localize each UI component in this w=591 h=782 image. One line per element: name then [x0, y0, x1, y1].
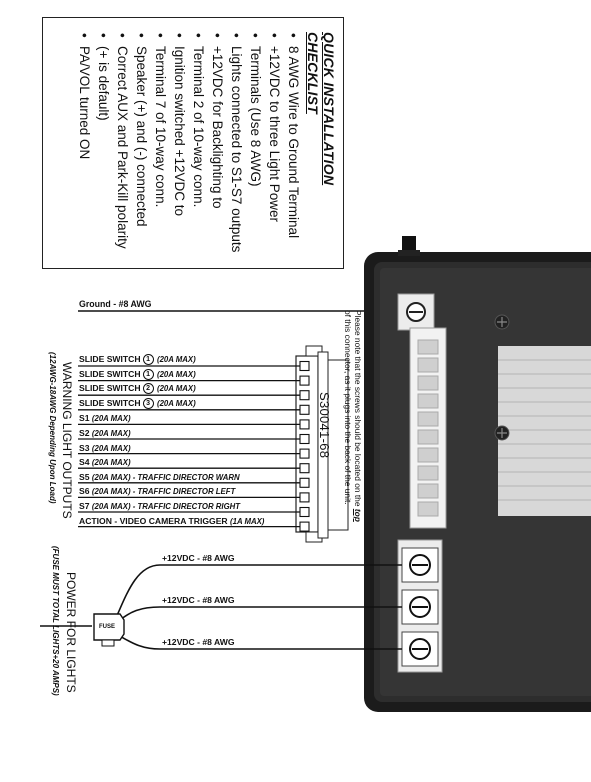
connector-pin	[299, 521, 310, 532]
fuse-label: FUSE	[99, 624, 116, 630]
output-wire-label: S7 (20A MAX) - TRAFFIC DIRECTOR RIGHT	[79, 501, 241, 512]
power-wire-3	[115, 633, 402, 650]
output-name: S7	[79, 501, 90, 511]
circled-number-icon: 1	[142, 368, 154, 380]
power-wire-2	[119, 606, 402, 621]
output-amperage: (20A MAX)	[91, 458, 131, 468]
connector-pins	[299, 360, 310, 532]
connector-pin	[299, 375, 310, 386]
output-name: SLIDE SWITCH	[79, 368, 141, 379]
output-amperage: (20A MAX)	[156, 398, 196, 408]
ground-wire-label: Ground - #8 AWG	[79, 299, 152, 309]
circled-number-icon: 1	[142, 354, 154, 365]
output-amperage: (20A MAX)	[91, 443, 131, 453]
output-name: S1	[79, 413, 90, 424]
output-wire-label: S3 (20A MAX)	[79, 442, 131, 453]
connector-pin	[299, 404, 310, 415]
output-amperage: (20A MAX) - TRAFFIC DIRECTOR WARN	[91, 472, 240, 482]
output-name: S6	[79, 486, 90, 497]
output-wire-label: S6 (20A MAX) - TRAFFIC DIRECTOR LEFT	[79, 486, 236, 497]
circled-number-icon: 3	[142, 397, 154, 409]
output-amperage: (20A MAX)	[156, 369, 196, 379]
connector-pin	[299, 419, 310, 430]
warning-light-outputs-title: WARNING LIGHT OUTPUTS	[60, 362, 74, 519]
output-amperage: (20A MAX)	[156, 383, 196, 393]
connector-note-line2: of this connector, as it plugs into the …	[343, 310, 353, 505]
connector-pin	[299, 448, 310, 459]
output-amperage: (20A MAX) - TRAFFIC DIRECTOR LEFT	[91, 487, 236, 497]
power-wire-label-3: +12VDC - #8 AWG	[162, 637, 235, 647]
output-wire-label: S5 (20A MAX) - TRAFFIC DIRECTOR WARN	[79, 471, 240, 482]
power-for-lights-title: POWER FOR LIGHTS	[64, 572, 78, 693]
output-wire-label: S2 (20A MAX)	[79, 428, 131, 439]
output-name: S5	[79, 471, 90, 482]
output-amperage: (20A MAX)	[91, 414, 131, 424]
output-name: SLIDE SWITCH	[79, 397, 141, 408]
connector-pin	[299, 360, 310, 372]
power-for-lights-subtitle: (FUSE MUST TOTAL LIGHTS+20 AMPS)	[51, 546, 60, 696]
output-name: SLIDE SWITCH	[79, 382, 141, 393]
output-amperage: (20A MAX)	[156, 354, 196, 364]
output-name: ACTION - VIDEO CAMERA TRIGGER	[79, 515, 228, 526]
output-wire-label: S4 (20A MAX)	[79, 457, 131, 468]
connector-pin	[299, 506, 310, 518]
connector-pin	[299, 477, 310, 488]
output-wire-label: ACTION - VIDEO CAMERA TRIGGER (1A MAX)	[79, 515, 265, 526]
connector-note-line1: Please note that the screws should be lo…	[353, 310, 363, 509]
connector-note: Please note that the screws should be lo…	[343, 310, 363, 522]
connector-note-emphasis: top	[353, 508, 363, 522]
output-amperage: (20A MAX) - TRAFFIC DIRECTOR RIGHT	[91, 502, 241, 511]
power-wire-label-1: +12VDC - #8 AWG	[162, 553, 235, 563]
connector-pin	[299, 390, 310, 401]
connector-pin	[299, 492, 310, 503]
installation-checklist: QUICK INSTALLATION CHECKLIST 8 AWG Wire …	[42, 17, 344, 269]
output-name: SLIDE SWITCH	[79, 353, 141, 364]
connector-pin	[299, 463, 310, 474]
output-amperage: (20A MAX)	[91, 429, 131, 438]
warning-light-outputs-subtitle: (12AWG-18AWG Depending Upon Load)	[48, 352, 57, 504]
connector-part-number: S30041-68	[317, 392, 332, 459]
circled-number-icon: 2	[142, 383, 154, 395]
output-wires	[78, 365, 300, 528]
power-wire-1	[115, 564, 402, 619]
output-wire-label: S1 (20A MAX)	[79, 413, 131, 424]
output-name: S4	[79, 457, 90, 468]
connector-pin	[299, 433, 310, 445]
output-name: S2	[79, 428, 90, 438]
power-wire-label-2: +12VDC - #8 AWG	[162, 595, 235, 605]
fuse-icon	[93, 613, 125, 647]
control-unit	[364, 236, 591, 712]
output-amperage: (1A MAX)	[230, 516, 265, 526]
output-name: S3	[79, 442, 90, 453]
